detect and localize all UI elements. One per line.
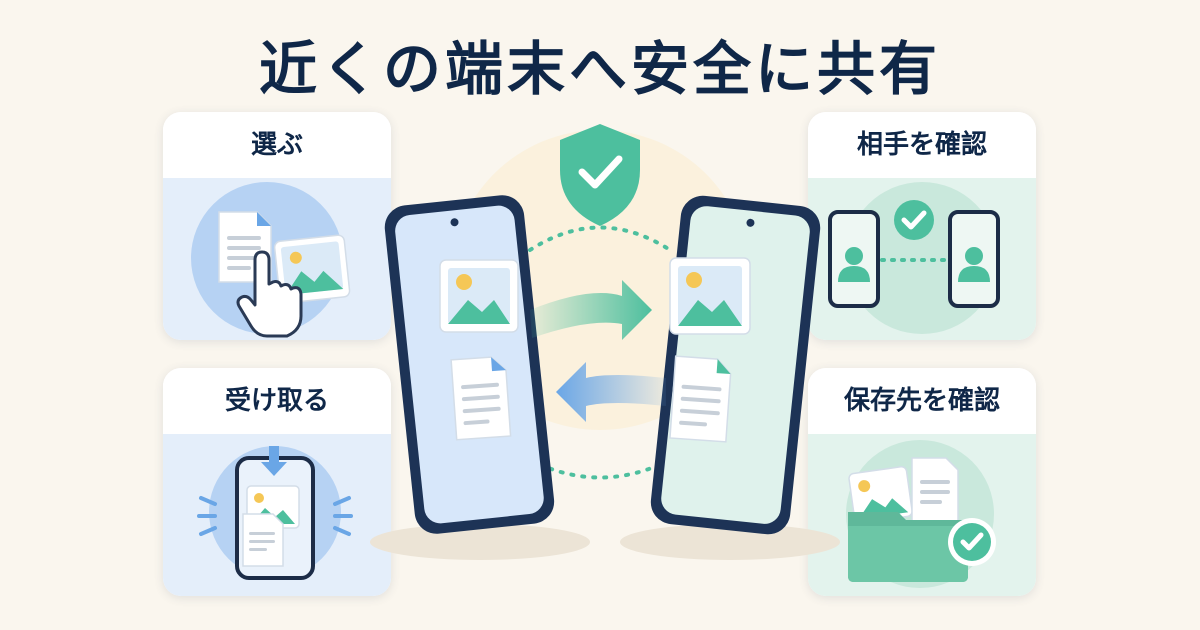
page-title: 近くの端末へ安全に共有 (258, 35, 941, 103)
card-select-illustration (163, 178, 391, 340)
card-select-label: 選ぶ (163, 112, 391, 178)
phone-icon (828, 210, 880, 308)
folder-icon (848, 512, 968, 582)
document-icon (911, 457, 959, 523)
card-verify-illustration (808, 178, 1036, 340)
document-icon (242, 513, 284, 567)
card-verify: 相手を確認 (808, 112, 1036, 340)
left-arrow-icon (556, 362, 666, 422)
card-receive-illustration (163, 434, 391, 596)
phone-icon (948, 210, 1000, 308)
check-circle-icon (894, 200, 934, 240)
card-select: 選ぶ (163, 112, 391, 340)
card-save-label: 保存先を確認 (808, 368, 1036, 434)
image-icon (439, 259, 519, 333)
right-arrow-icon (530, 280, 652, 340)
document-icon (669, 355, 732, 443)
card-receive: 受け取る (163, 368, 391, 596)
image-icon (669, 257, 751, 335)
shield-check-icon (560, 124, 640, 226)
card-verify-label: 相手を確認 (808, 112, 1036, 178)
down-arrow-icon (261, 446, 287, 476)
pointer-hand-icon (236, 250, 303, 338)
check-circle-icon (948, 518, 996, 566)
sharing-illustration (360, 110, 840, 584)
document-icon (450, 356, 512, 441)
card-save: 保存先を確認 (808, 368, 1036, 596)
card-receive-label: 受け取る (163, 368, 391, 434)
image-icon (273, 234, 351, 304)
card-save-illustration (808, 434, 1036, 596)
